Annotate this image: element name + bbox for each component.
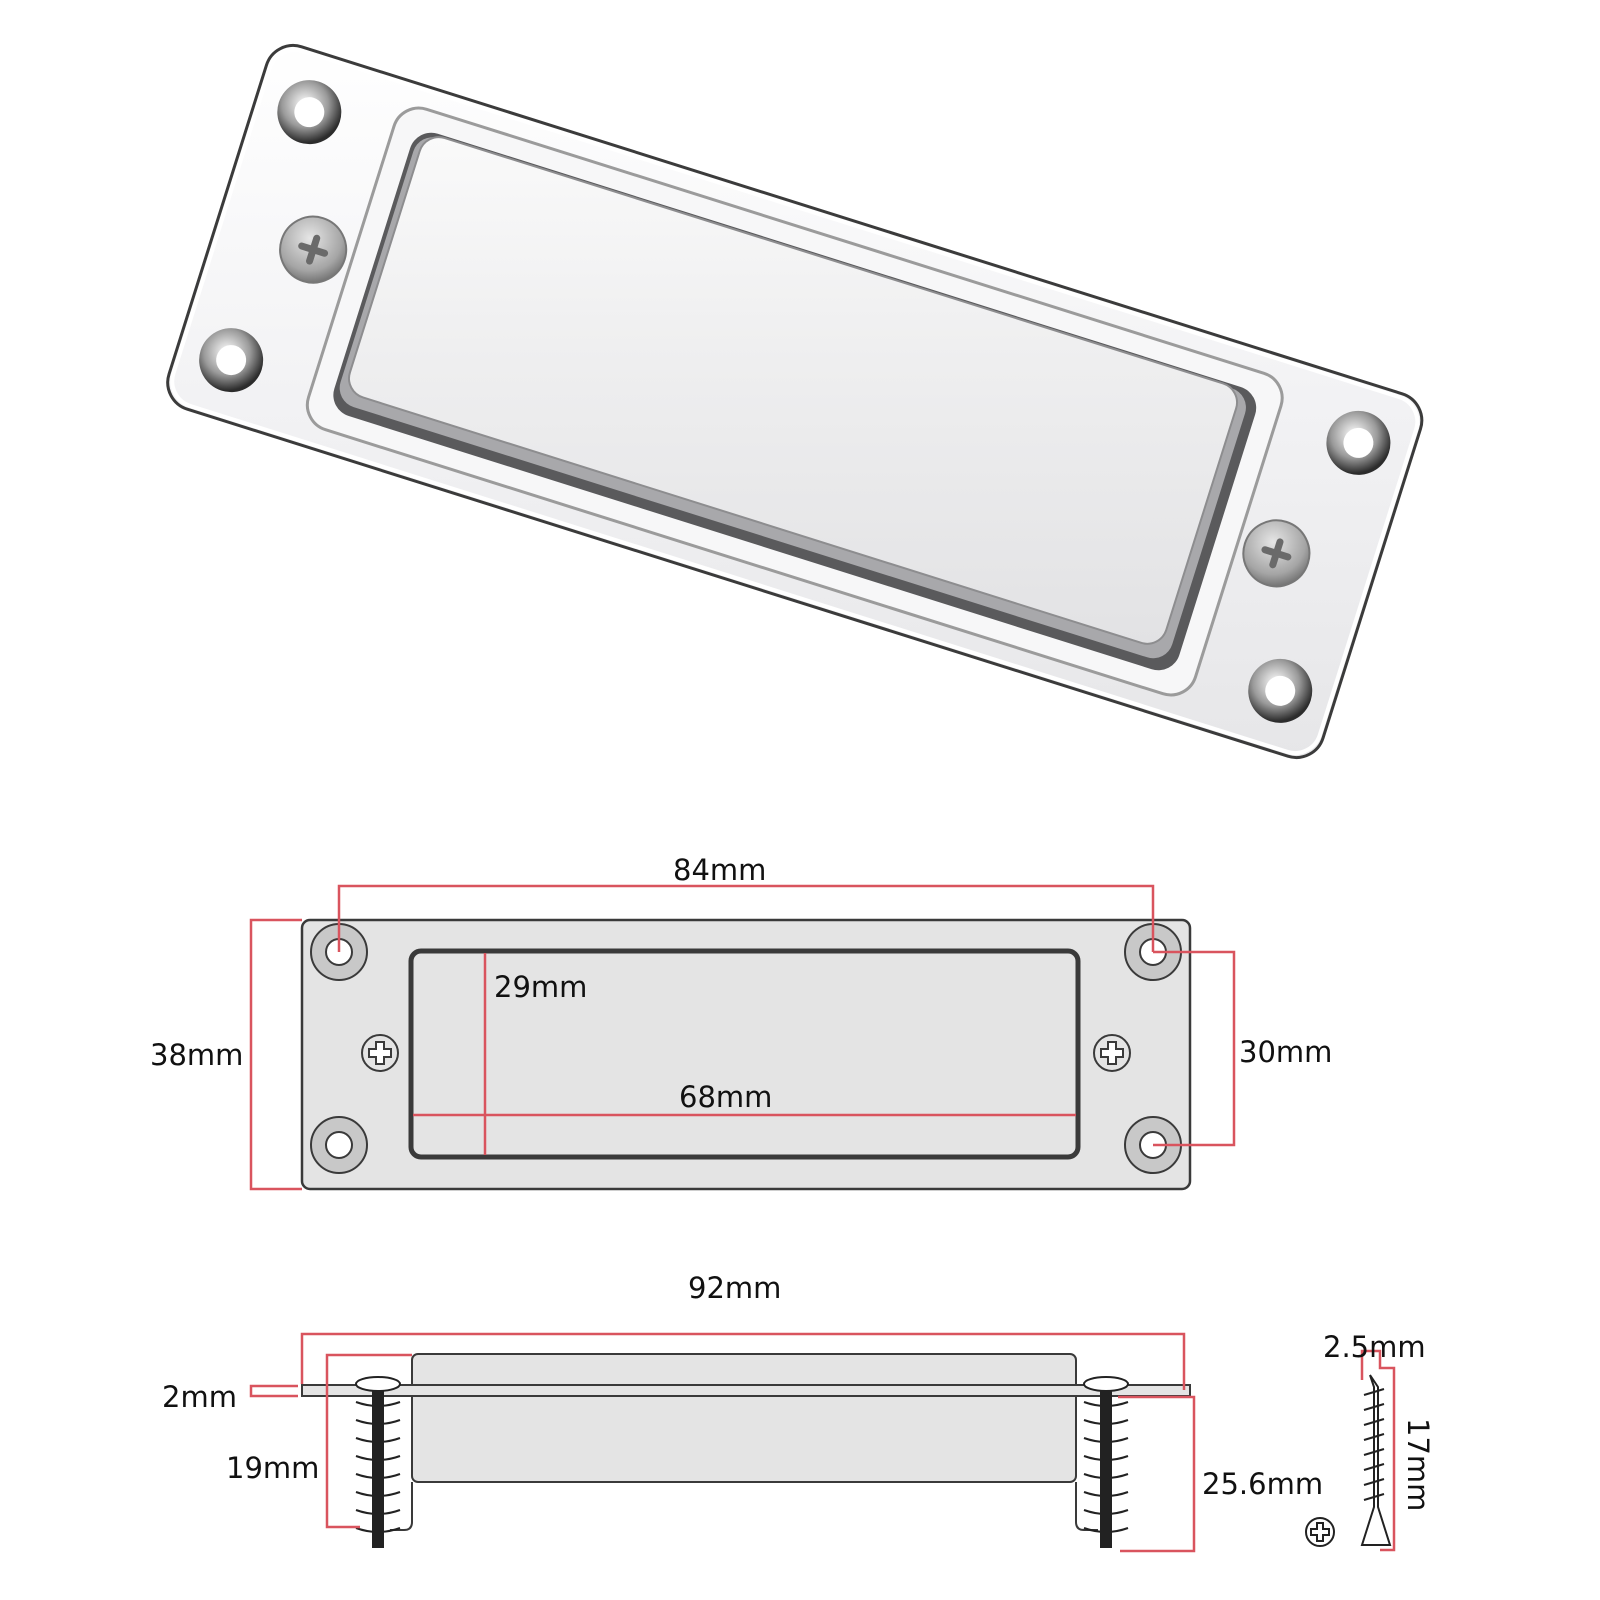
- mounting-hole-icon: [199, 80, 1391, 723]
- phillips-screw-icon: [279, 215, 1311, 588]
- dim-label-plate-height: 38mm: [150, 1038, 244, 1072]
- dim-label-screw-drop: 25.6mm: [1202, 1467, 1324, 1501]
- dim-label-overall-length: 92mm: [688, 1271, 782, 1305]
- phillips-screw-icon: [361, 1034, 1131, 1072]
- pickup-photo-illustration: [166, 43, 1424, 760]
- dim-label-pickup-depth: 19mm: [226, 1451, 320, 1485]
- dim-label-cover-height: 29mm: [494, 970, 588, 1004]
- spring-screw-icon: [355, 1376, 1129, 1548]
- wood-screw-icon: [1305, 1374, 1392, 1547]
- product-photo: [166, 43, 1424, 760]
- dim-label-hole-spacing-width: 84mm: [673, 853, 767, 887]
- dim-label-screw-length: 17mm: [1401, 1418, 1435, 1512]
- side-view-diagram: 92mm 2mm 19mm 25.6mm 2.5mm 17mm: [0, 1270, 1600, 1600]
- dim-label-hole-spacing-height: 30mm: [1239, 1035, 1333, 1069]
- dim-label-plate-thickness: 2mm: [162, 1380, 237, 1414]
- dim-label-cover-width: 68mm: [679, 1080, 773, 1114]
- top-view-diagram: 84mm 29mm 38mm 68mm 30mm: [0, 820, 1600, 1220]
- dim-label-screw-diameter: 2.5mm: [1323, 1330, 1426, 1364]
